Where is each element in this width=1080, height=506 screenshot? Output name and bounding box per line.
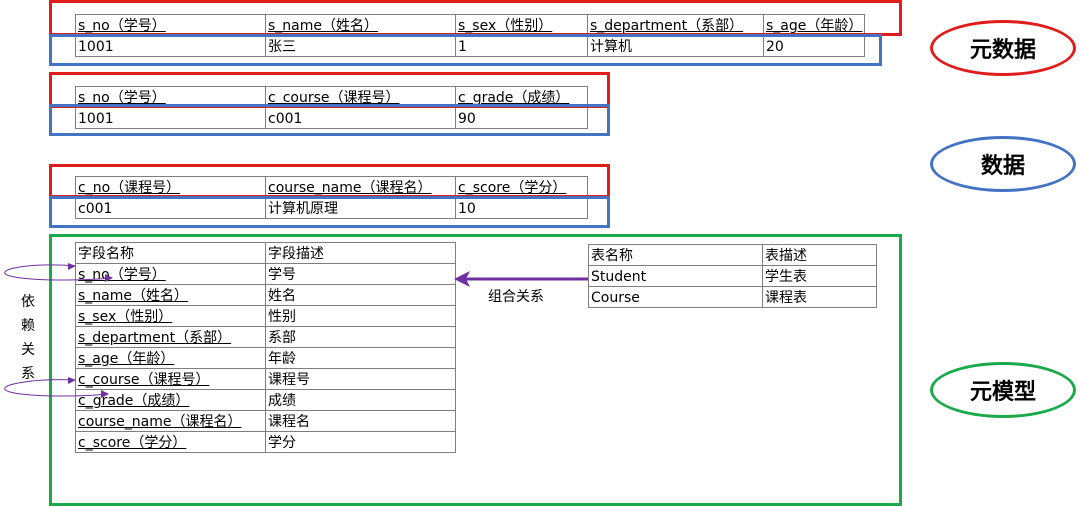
grade-table: s_no（学号） c_course（课程号） c_grade（成绩） 1001 … [75, 86, 588, 129]
data-cell: 1001 [75, 107, 266, 129]
header-cell: c_no（课程号） [75, 176, 266, 198]
header-cell: 字段描述 [265, 242, 456, 264]
combination-arrow [454, 271, 588, 287]
table-desc-cell: 学生表 [762, 265, 877, 287]
legend-metadata-oval: 元数据 [930, 20, 1076, 76]
field-row: s_sex（性别）性别 [75, 305, 456, 327]
table-desc-cell: 课程表 [762, 286, 877, 308]
field-row: c_score（学分）学分 [75, 431, 456, 453]
dependency-char: 关 [21, 342, 35, 358]
dependency-arrow [4, 377, 109, 398]
legend-metadata-label: 元数据 [969, 38, 1036, 63]
header-cell: c_grade（成绩） [455, 86, 588, 108]
dependency-char: 赖 [21, 318, 35, 334]
dependency-arrow [4, 263, 113, 282]
dependency-char: 系 [21, 366, 35, 382]
header-cell: s_age（年龄） [762, 14, 866, 36]
field-desc-cell: 年龄 [265, 347, 456, 369]
field-name-cell: s_name（姓名） [75, 284, 266, 306]
field-row: c_grade（成绩）成绩 [75, 389, 456, 411]
field-row: s_department（系部）系部 [75, 326, 456, 348]
field-name-cell: c_course（课程号） [75, 368, 266, 390]
data-cell: 1001 [75, 35, 266, 57]
data-cell: 计算机 [587, 35, 764, 57]
field-name-cell: c_grade（成绩） [75, 389, 266, 411]
field-desc-cell: 成绩 [265, 389, 456, 411]
field-row: c_course（课程号）课程号 [75, 368, 456, 390]
data-cell: c001 [265, 107, 456, 129]
field-desc-cell: 学分 [265, 431, 456, 453]
field-row: s_name（姓名）姓名 [75, 284, 456, 306]
dependency-label: 依 赖 关 系 [20, 290, 36, 386]
table-name-cell: Course [588, 286, 763, 308]
legend-data-label: 数据 [980, 154, 1025, 179]
field-header-row: 字段名称 字段描述 [75, 242, 456, 264]
legend-metamodel-oval: 元模型 [930, 362, 1076, 418]
header-cell: s_no（学号） [75, 86, 266, 108]
course-data-row: c001 计算机原理 10 [75, 197, 588, 219]
field-name-cell: s_sex（性别） [75, 305, 266, 327]
header-cell: 字段名称 [75, 242, 266, 264]
field-table: 字段名称 字段描述 s_no（学号）学号 s_name（姓名）姓名 s_sex（… [75, 242, 456, 453]
data-cell: 90 [455, 107, 588, 129]
field-row: s_no（学号）学号 [75, 263, 456, 285]
combination-label: 组合关系 [488, 289, 544, 305]
grade-data-row: 1001 c001 90 [75, 107, 588, 129]
legend-data-oval: 数据 [930, 136, 1076, 192]
student-header-row: s_no（学号） s_name（姓名） s_sex（性别） s_departme… [75, 14, 866, 36]
legend-metamodel-label: 元模型 [969, 380, 1036, 405]
grade-header-row: s_no（学号） c_course（课程号） c_grade（成绩） [75, 86, 588, 108]
student-table: s_no（学号） s_name（姓名） s_sex（性别） s_departme… [75, 14, 866, 57]
field-name-cell: c_score（学分） [75, 431, 266, 453]
dependency-char: 依 [21, 294, 35, 310]
